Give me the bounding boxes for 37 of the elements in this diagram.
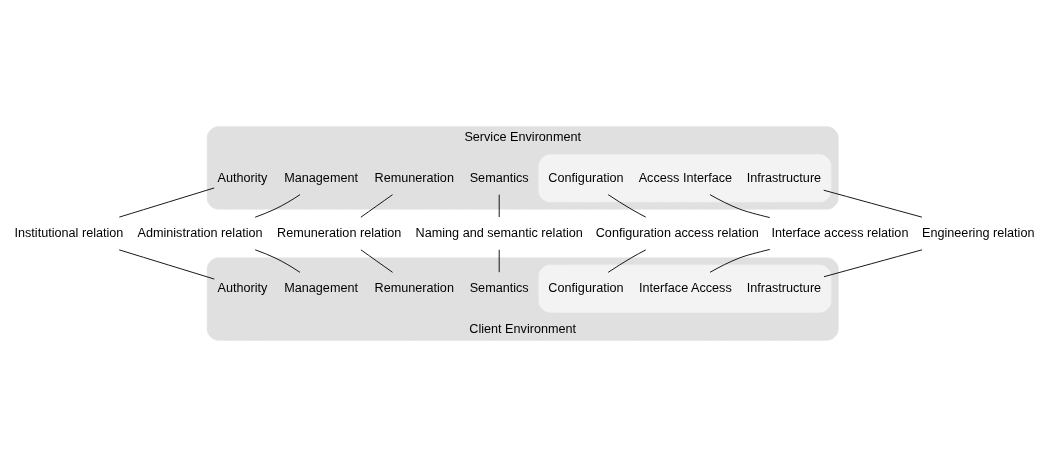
node-text: Semantics bbox=[469, 170, 529, 185]
connector bbox=[498, 248, 500, 273]
cluster bbox=[538, 264, 832, 313]
connector bbox=[709, 193, 771, 218]
connector bbox=[360, 193, 393, 218]
node-text: Engineering relation bbox=[922, 225, 1035, 240]
connector bbox=[118, 187, 215, 218]
cluster bbox=[538, 153, 832, 202]
node-text: Infrastructure bbox=[746, 280, 822, 295]
node-text: Access Interface bbox=[638, 170, 733, 185]
connector bbox=[607, 193, 647, 218]
connector bbox=[607, 248, 647, 273]
connector bbox=[360, 248, 394, 273]
node-text: Naming and semantic relation bbox=[415, 225, 583, 240]
node-text: Administration relation bbox=[137, 225, 263, 240]
node-text: Authority bbox=[217, 280, 268, 295]
node-text: Interface Access bbox=[639, 280, 732, 295]
node-text: Management bbox=[284, 280, 359, 295]
connector bbox=[709, 248, 771, 273]
connector bbox=[498, 193, 500, 217]
node-text: Institutional relation bbox=[14, 225, 124, 240]
node-text: Interface access relation bbox=[771, 225, 909, 240]
connector bbox=[823, 189, 923, 218]
connector bbox=[118, 248, 215, 279]
connector bbox=[254, 193, 301, 218]
node-text: Semantics bbox=[469, 280, 529, 295]
node-text: Configuration bbox=[548, 280, 624, 295]
connector bbox=[823, 248, 923, 277]
node-text: Management bbox=[284, 170, 359, 185]
node-text: Remuneration bbox=[374, 170, 454, 185]
node-text: Configuration bbox=[548, 170, 624, 185]
node-text: Remuneration relation bbox=[277, 225, 402, 240]
node-text: Infrastructure bbox=[746, 170, 822, 185]
node-text: Authority bbox=[217, 170, 268, 185]
connector bbox=[254, 248, 301, 273]
node-text: Remuneration bbox=[374, 280, 454, 295]
node-text: Configuration access relation bbox=[595, 225, 759, 240]
